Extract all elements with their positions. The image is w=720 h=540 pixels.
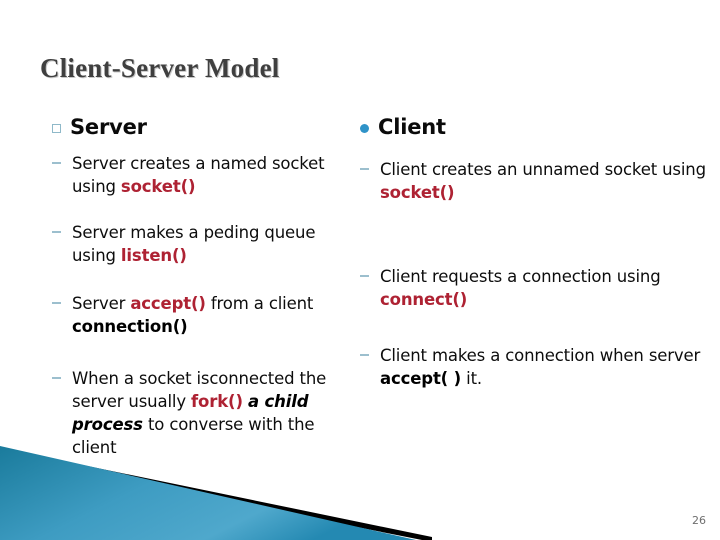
slide-number: 26 xyxy=(692,514,706,527)
hollow-square-bullet-icon xyxy=(52,123,61,133)
list-item-client-accepted: Client makes a connection when server ac… xyxy=(360,344,720,390)
heading-row-server: Server xyxy=(52,112,352,142)
dash-bullet-icon xyxy=(360,354,369,356)
emphasis-run: accept( ) xyxy=(380,369,462,388)
emphasis-run: fork() xyxy=(191,392,243,411)
dash-bullet-icon xyxy=(52,162,61,164)
list-item-client-create-socket: Client creates an unnamed socket using s… xyxy=(360,158,720,204)
decor-blue-wedge xyxy=(0,446,416,540)
dash-bullet-icon xyxy=(52,231,61,233)
emphasis-run: socket() xyxy=(380,183,455,202)
list-item-server-fork: When a socket isconnected the server usu… xyxy=(52,367,354,459)
item-text: Client makes a connection when server ac… xyxy=(380,346,701,388)
item-text: Server accept() from a client connection… xyxy=(72,294,314,336)
item-text: Server creates a named socket using sock… xyxy=(72,154,325,196)
emphasis-run: a child process xyxy=(72,392,309,434)
heading-server: Server xyxy=(70,115,147,139)
dash-bullet-icon xyxy=(52,302,61,304)
list-item-server-create-socket: Server creates a named socket using sock… xyxy=(52,152,352,198)
filled-circle-bullet-icon xyxy=(360,123,369,133)
emphasis-run: socket() xyxy=(120,177,196,196)
emphasis-run: connection() xyxy=(72,317,188,336)
item-text: When a socket isconnected the server usu… xyxy=(72,369,327,457)
column-server: Server Server creates a named socket usi… xyxy=(52,112,352,457)
emphasis-run: accept() xyxy=(130,294,206,313)
column-client: Client Client creates an unnamed socket … xyxy=(360,112,720,388)
decor-black-stripe xyxy=(0,448,432,540)
dash-bullet-icon xyxy=(360,168,369,170)
list-item-server-listen: Server makes a peding queue using listen… xyxy=(52,221,352,267)
heading-client: Client xyxy=(378,115,446,139)
item-text: Client requests a connection using conne… xyxy=(380,267,661,309)
heading-row-client: Client xyxy=(360,112,720,142)
item-text: Server makes a peding queue using listen… xyxy=(72,223,316,265)
dash-bullet-icon xyxy=(360,275,369,277)
list-item-client-connect: Client requests a connection using conne… xyxy=(360,265,708,311)
list-item-server-accept: Server accept() from a client connection… xyxy=(52,292,352,338)
item-text: Client creates an unnamed socket using s… xyxy=(380,160,706,202)
dash-bullet-icon xyxy=(52,377,61,379)
page-title: Client-Server Model xyxy=(40,53,280,83)
emphasis-run: listen() xyxy=(120,246,187,265)
emphasis-run: connect() xyxy=(380,290,468,309)
decor-pale-wedge xyxy=(0,452,435,540)
